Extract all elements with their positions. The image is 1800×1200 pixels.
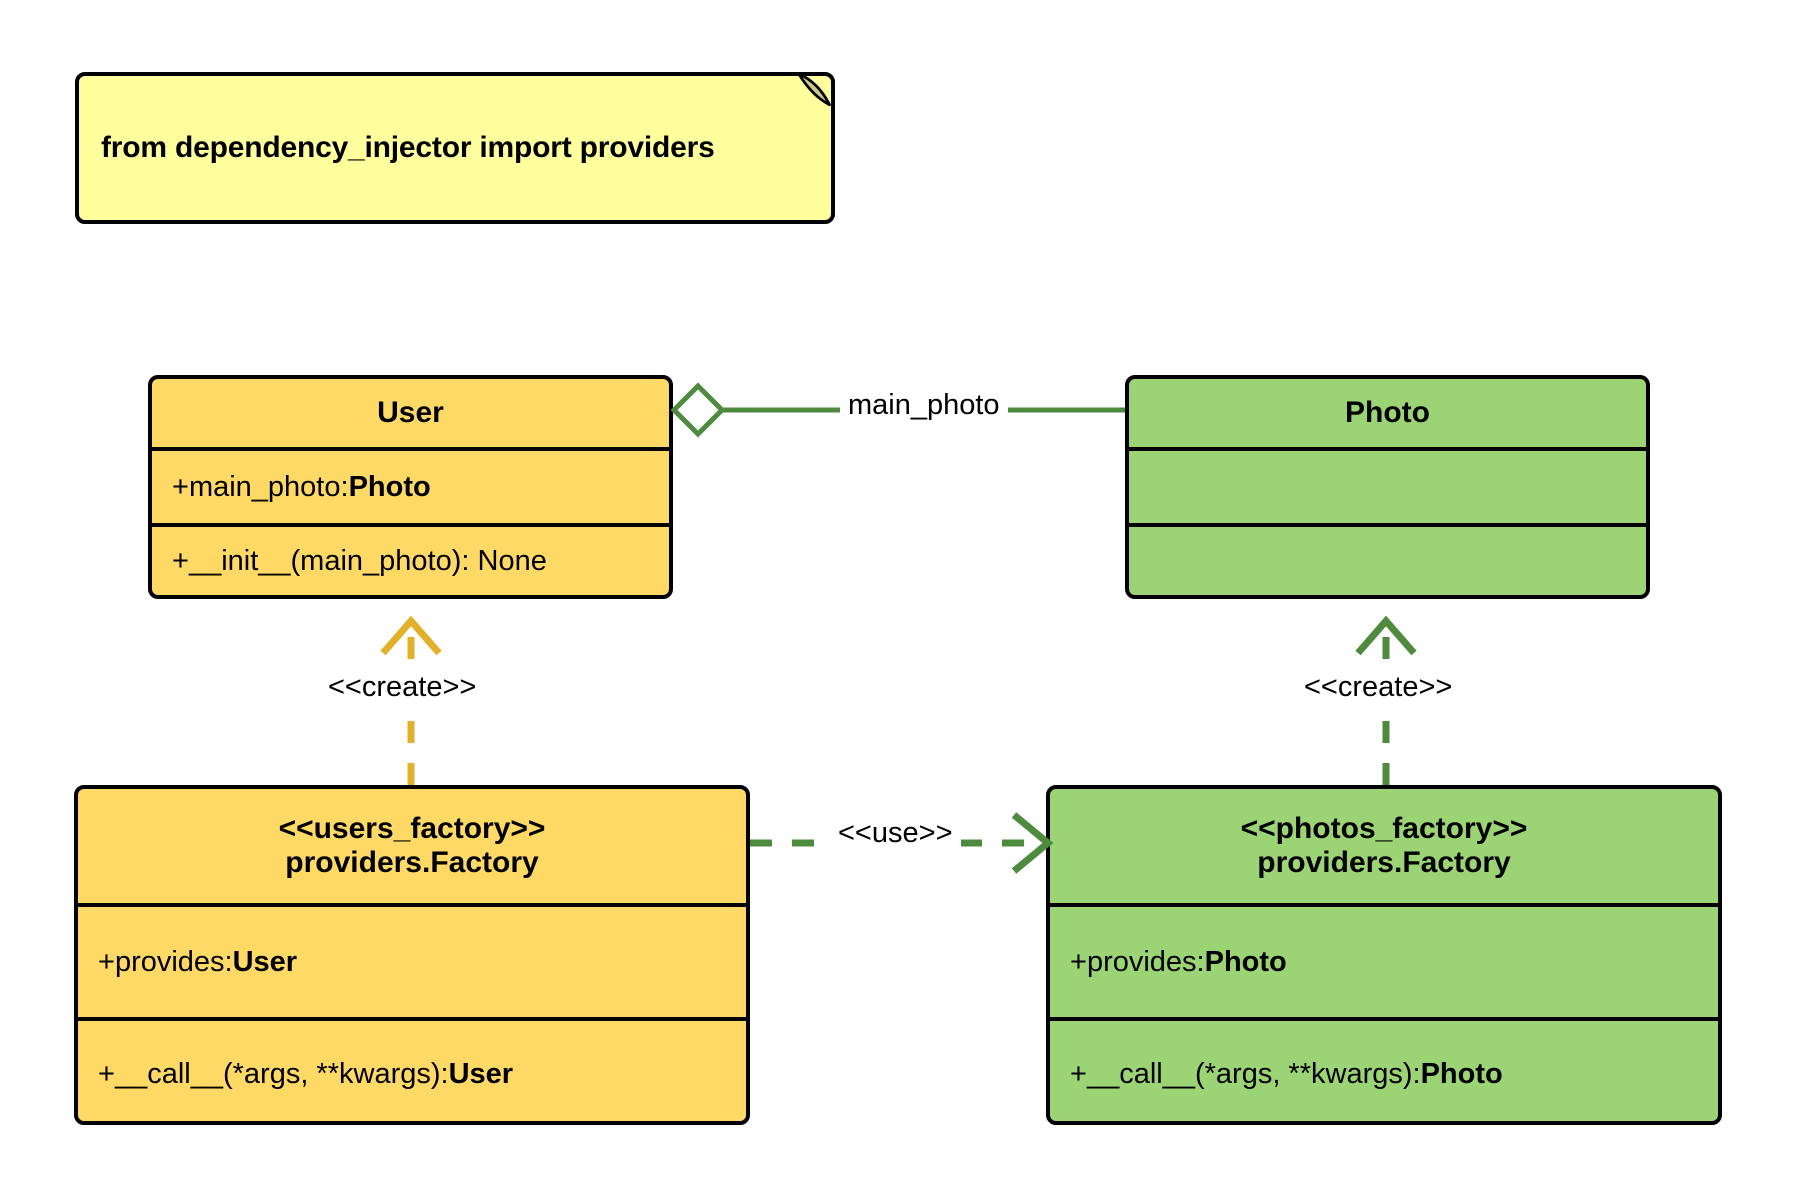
class-title-user: User	[377, 396, 444, 430]
open-arrowhead-icon	[1355, 615, 1417, 656]
method-signature: __call__(*args, **kwargs):	[1086, 1057, 1421, 1090]
edge-label-create-user: <<create>>	[320, 671, 485, 704]
attribute-row-photos-factory-provides: + provides: Photo	[1050, 907, 1718, 1017]
class-title-photo: Photo	[1345, 396, 1430, 430]
class-name-users-factory: <<users_factory>> providers.Factory	[78, 789, 746, 907]
note-text: from dependency_injector import provider…	[101, 131, 715, 164]
attribute-row-photo-empty	[1129, 451, 1646, 523]
edge-label-use: <<use>>	[830, 817, 961, 850]
attr-type: User	[232, 945, 298, 978]
class-box-users-factory[interactable]: <<users_factory>> providers.Factory + pr…	[74, 785, 750, 1125]
class-name-photo: Photo	[1129, 379, 1646, 451]
method-row-photo-empty	[1129, 523, 1646, 595]
import-note: from dependency_injector import provider…	[75, 72, 835, 224]
class-stereotype-users-factory: <<users_factory>>	[278, 812, 546, 846]
method-visibility: +	[98, 1057, 115, 1090]
method-visibility: +	[1070, 1057, 1087, 1090]
attr-name: provides:	[114, 945, 233, 978]
edge-label-main-photo: main_photo	[840, 389, 1008, 422]
aggregation-diamond-icon	[670, 382, 726, 438]
note-background	[75, 72, 835, 224]
edge-label-create-photo: <<create>>	[1296, 671, 1461, 704]
method-signature: __call__(*args, **kwargs):	[114, 1057, 449, 1090]
attribute-row-user-main-photo: + main_photo: Photo	[152, 451, 669, 523]
attr-visibility: +	[172, 470, 189, 503]
attr-visibility: +	[98, 945, 115, 978]
attr-type: Photo	[348, 470, 431, 503]
note-fold-corner-icon	[797, 72, 831, 107]
method-row-users-factory-call: + __call__(*args, **kwargs): User	[78, 1017, 746, 1121]
class-box-user[interactable]: User + main_photo: Photo + __init__(main…	[148, 375, 673, 599]
class-box-photos-factory[interactable]: <<photos_factory>> providers.Factory + p…	[1046, 785, 1722, 1125]
attr-visibility: +	[1070, 945, 1087, 978]
method-visibility: +	[172, 544, 189, 577]
class-stereotype-photos-factory: <<photos_factory>>	[1240, 812, 1528, 846]
open-arrowhead-icon	[380, 615, 442, 656]
attr-name: provides:	[1086, 945, 1205, 978]
method-signature: __init__(main_photo): None	[188, 544, 547, 577]
method-type: Photo	[1420, 1057, 1503, 1090]
class-name-user: User	[152, 379, 669, 451]
class-title-photos-factory: providers.Factory	[1257, 846, 1511, 879]
class-box-photo[interactable]: Photo	[1125, 375, 1650, 599]
attr-name: main_photo:	[188, 470, 349, 503]
open-arrowhead-icon	[1011, 812, 1054, 874]
method-type: User	[448, 1057, 514, 1090]
attribute-row-users-factory-provides: + provides: User	[78, 907, 746, 1017]
attr-type: Photo	[1204, 945, 1287, 978]
class-title-users-factory: providers.Factory	[285, 846, 539, 879]
method-row-photos-factory-call: + __call__(*args, **kwargs): Photo	[1050, 1017, 1718, 1121]
method-row-user-init: + __init__(main_photo): None	[152, 523, 669, 595]
class-name-photos-factory: <<photos_factory>> providers.Factory	[1050, 789, 1718, 907]
